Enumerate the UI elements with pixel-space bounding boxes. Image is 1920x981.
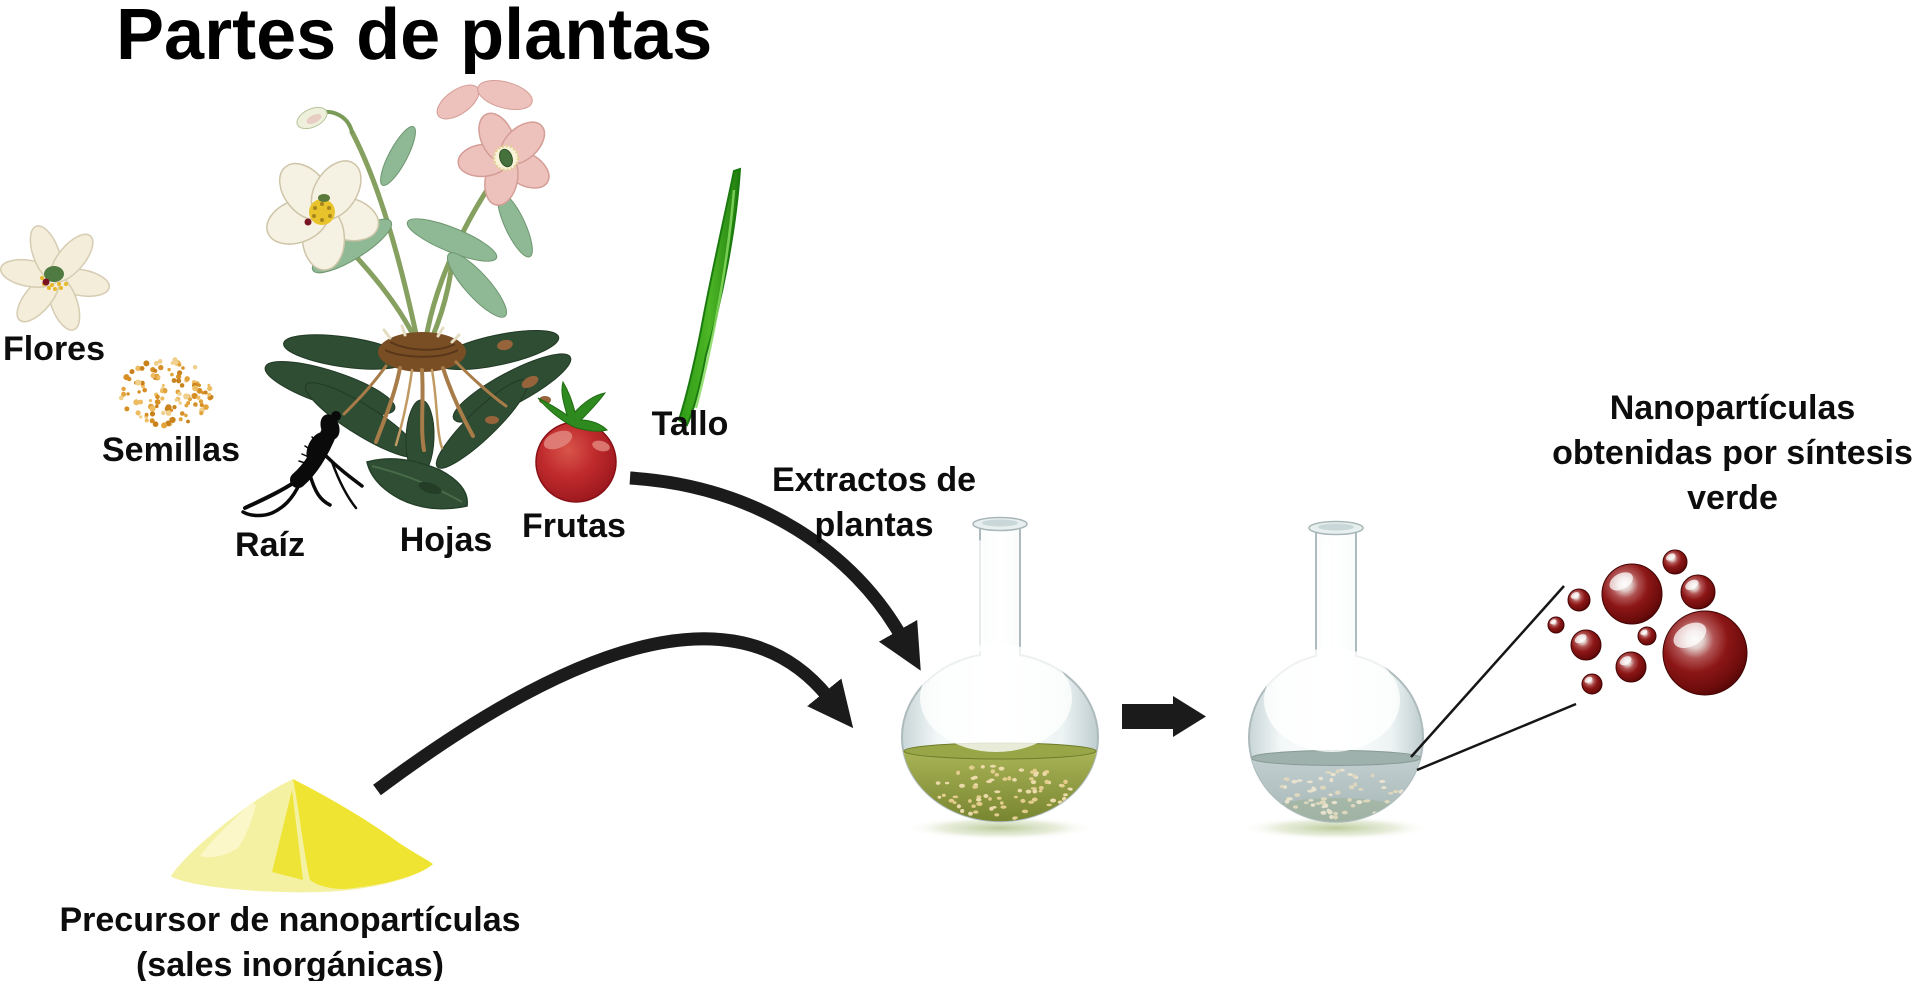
powder-pile-icon [171, 779, 433, 893]
callout-lines [1410, 585, 1577, 772]
white-flower-icon [266, 160, 380, 271]
seeds-icon [118, 357, 214, 429]
label-tallo: Tallo [651, 405, 729, 443]
stem-icon [677, 167, 742, 427]
flask-extract-icon [901, 516, 1099, 840]
label-semillas: Semillas [102, 431, 240, 469]
tomato-icon [535, 380, 617, 503]
label-raiz: Raíz [235, 526, 305, 564]
stamens [40, 276, 68, 291]
label-hojas: Hojas [399, 521, 493, 559]
label-flores: Flores [2, 330, 106, 368]
label-precursor-nanoparticulas: Precursor de nanopartículas (sales inorg… [59, 901, 521, 981]
nanoparticle-suspension [1279, 768, 1405, 820]
leaf-icon [366, 458, 468, 510]
label-extractos-de-plantas: Extractos de plantas [771, 461, 977, 544]
root-icon [241, 411, 364, 518]
extract-particles [935, 764, 1073, 820]
flower-icon [0, 225, 111, 331]
arrow-flask-to-flask [1122, 696, 1206, 737]
flask-synthesis-icon [1241, 520, 1431, 840]
arrow-precursor-to-flask [373, 632, 854, 796]
label-frutas: Frutas [522, 507, 626, 545]
plant-illustration-icon [264, 80, 572, 477]
pink-flower-icon [457, 112, 550, 206]
arrow-fruit-to-flask [629, 471, 921, 671]
nanoparticle-spheres-icon [1547, 549, 1748, 696]
page-title: Partes de plantas [116, 0, 713, 75]
label-nanoparticulas-sintesis-verde: Nanopartículas obtenidas por síntesis ve… [1552, 389, 1913, 517]
